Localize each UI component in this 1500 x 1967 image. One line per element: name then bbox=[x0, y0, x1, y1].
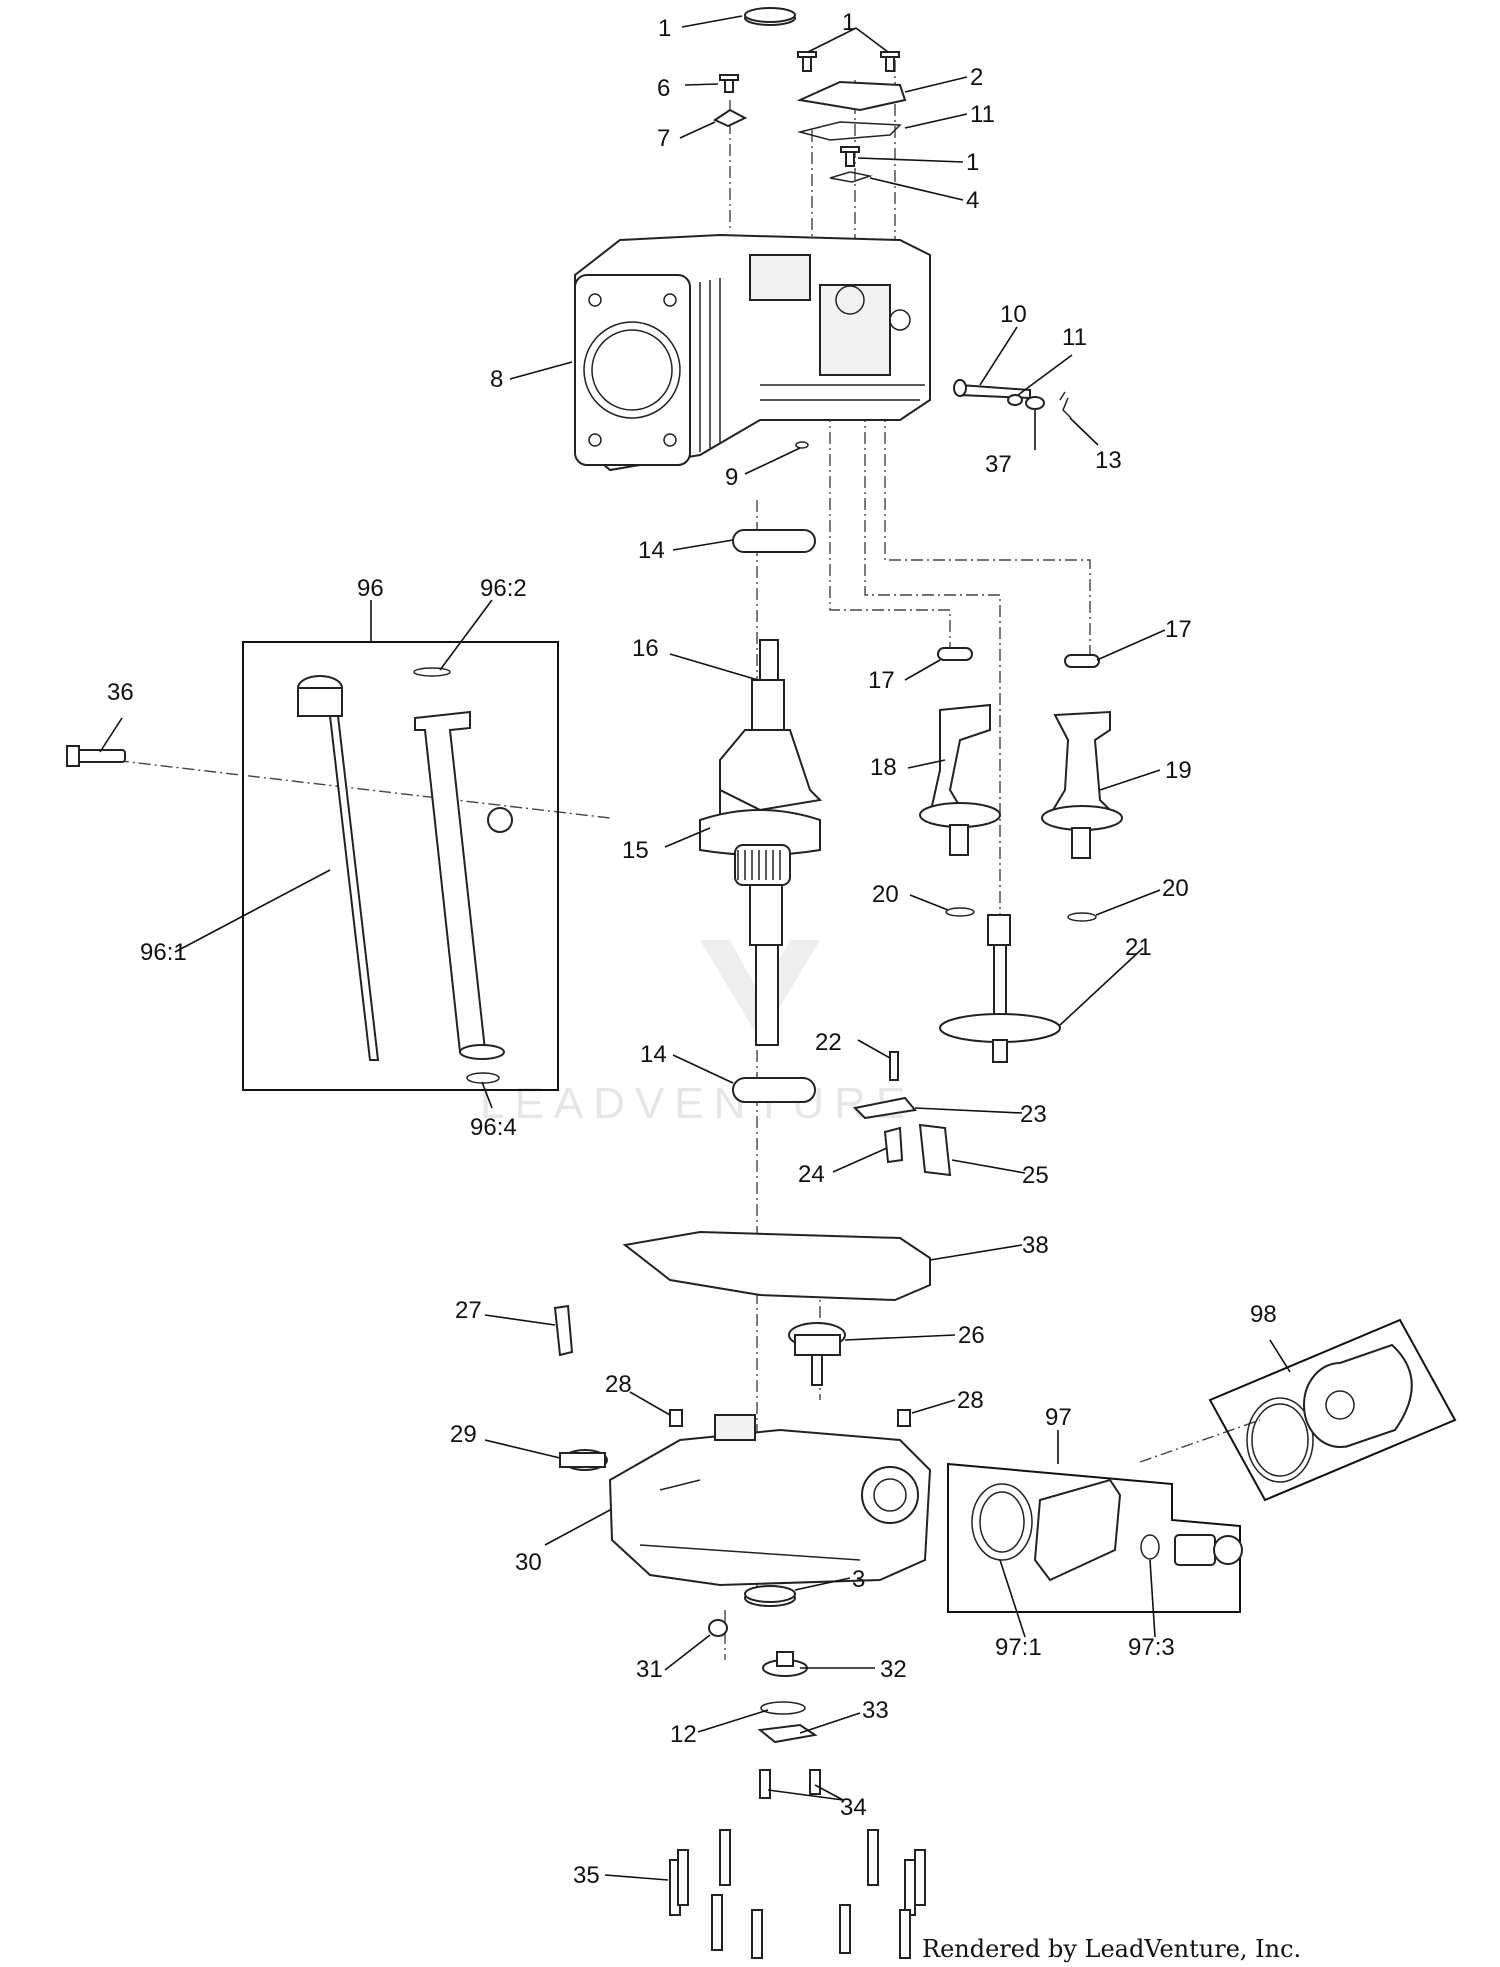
callout-15: 15 bbox=[622, 837, 649, 864]
callout-9: 9 bbox=[725, 464, 738, 491]
callout-37: 37 bbox=[985, 451, 1012, 478]
lever-parts bbox=[953, 379, 1072, 419]
callout-28-left: 28 bbox=[605, 1371, 632, 1398]
crankshaft bbox=[699, 639, 823, 1046]
callout-30: 30 bbox=[515, 1549, 542, 1576]
watermark: LEADVENTURE bbox=[480, 810, 915, 1128]
callout-3-bottom: 3 bbox=[852, 1566, 865, 1593]
callout-33: 33 bbox=[862, 1697, 889, 1724]
gasket bbox=[622, 1230, 931, 1302]
camshaft bbox=[939, 914, 1061, 1063]
oil-filter-kit-box bbox=[947, 1462, 1243, 1613]
top-parts bbox=[712, 7, 907, 183]
bearings bbox=[732, 529, 816, 1103]
callout-labels: 1 1 2 11 1 4 6 7 8 9 10 11 37 13 14 96 9… bbox=[107, 9, 1277, 1889]
pin bbox=[795, 441, 809, 449]
callout-28-right: 28 bbox=[957, 1387, 984, 1414]
callout-10: 10 bbox=[1000, 301, 1027, 328]
callout-38: 38 bbox=[1022, 1232, 1049, 1259]
callout-21: 21 bbox=[1125, 934, 1152, 961]
callout-27: 27 bbox=[455, 1297, 482, 1324]
lower-parts bbox=[708, 1585, 821, 1799]
balancer-shafts bbox=[919, 647, 1123, 922]
callout-5: 11 bbox=[970, 101, 995, 128]
callout-19: 19 bbox=[1165, 757, 1192, 784]
callout-34: 34 bbox=[840, 1794, 867, 1821]
callout-23: 23 bbox=[1020, 1101, 1047, 1128]
callout-31: 31 bbox=[636, 1656, 663, 1683]
callout-14-top: 14 bbox=[638, 537, 665, 564]
callout-96-4: 96:4 bbox=[470, 1114, 517, 1141]
callout-2: 2 bbox=[970, 64, 983, 91]
callout-32: 32 bbox=[880, 1656, 907, 1683]
callout-35: 35 bbox=[573, 1862, 600, 1889]
callout-17-right: 17 bbox=[1165, 616, 1192, 643]
callout-29: 29 bbox=[450, 1421, 477, 1448]
callout-13: 13 bbox=[1095, 447, 1122, 474]
callout-8: 8 bbox=[490, 366, 503, 393]
callout-97-3: 97:3 bbox=[1128, 1634, 1175, 1661]
callout-96-1: 96:1 bbox=[140, 939, 187, 966]
callout-96: 96 bbox=[357, 575, 384, 602]
callout-1-top: 1 bbox=[842, 9, 855, 36]
bolts-35 bbox=[669, 1829, 926, 1959]
footer-credit: Rendered by LeadVenture, Inc. bbox=[922, 1935, 1301, 1963]
watermark-text: LEADVENTURE bbox=[480, 1079, 915, 1128]
filter-kit-box bbox=[1208, 1318, 1457, 1502]
callout-17-left: 17 bbox=[868, 667, 895, 694]
callout-6: 6 bbox=[657, 75, 670, 102]
callout-7: 7 bbox=[657, 125, 670, 152]
governor-parts bbox=[852, 1051, 952, 1177]
crankcase-cover bbox=[559, 1409, 932, 1587]
callout-4: 4 bbox=[966, 187, 979, 214]
callout-14-bottom: 14 bbox=[640, 1041, 667, 1068]
callout-97: 97 bbox=[1045, 1404, 1072, 1431]
callout-25: 25 bbox=[1022, 1162, 1049, 1189]
oil-pump-parts bbox=[553, 1304, 846, 1386]
cylinder-block bbox=[574, 233, 931, 472]
dipstick-kit-box bbox=[66, 641, 559, 1091]
callout-97-1: 97:1 bbox=[995, 1634, 1042, 1661]
callout-22: 22 bbox=[815, 1029, 842, 1056]
callout-36: 36 bbox=[107, 679, 134, 706]
callout-96-2: 96:2 bbox=[480, 575, 527, 602]
callout-11: 11 bbox=[1062, 324, 1087, 351]
callout-12: 12 bbox=[670, 1721, 697, 1748]
callout-3-top: 1 bbox=[658, 15, 671, 42]
callout-98: 98 bbox=[1250, 1301, 1277, 1328]
leader-lines bbox=[99, 15, 1291, 1881]
callout-20-right: 20 bbox=[1162, 875, 1189, 902]
callout-20-left: 20 bbox=[872, 881, 899, 908]
callout-1-mid: 1 bbox=[966, 149, 979, 176]
callout-26: 26 bbox=[958, 1322, 985, 1349]
callout-18: 18 bbox=[870, 754, 897, 781]
callout-16: 16 bbox=[632, 635, 659, 662]
callout-24: 24 bbox=[798, 1161, 825, 1188]
